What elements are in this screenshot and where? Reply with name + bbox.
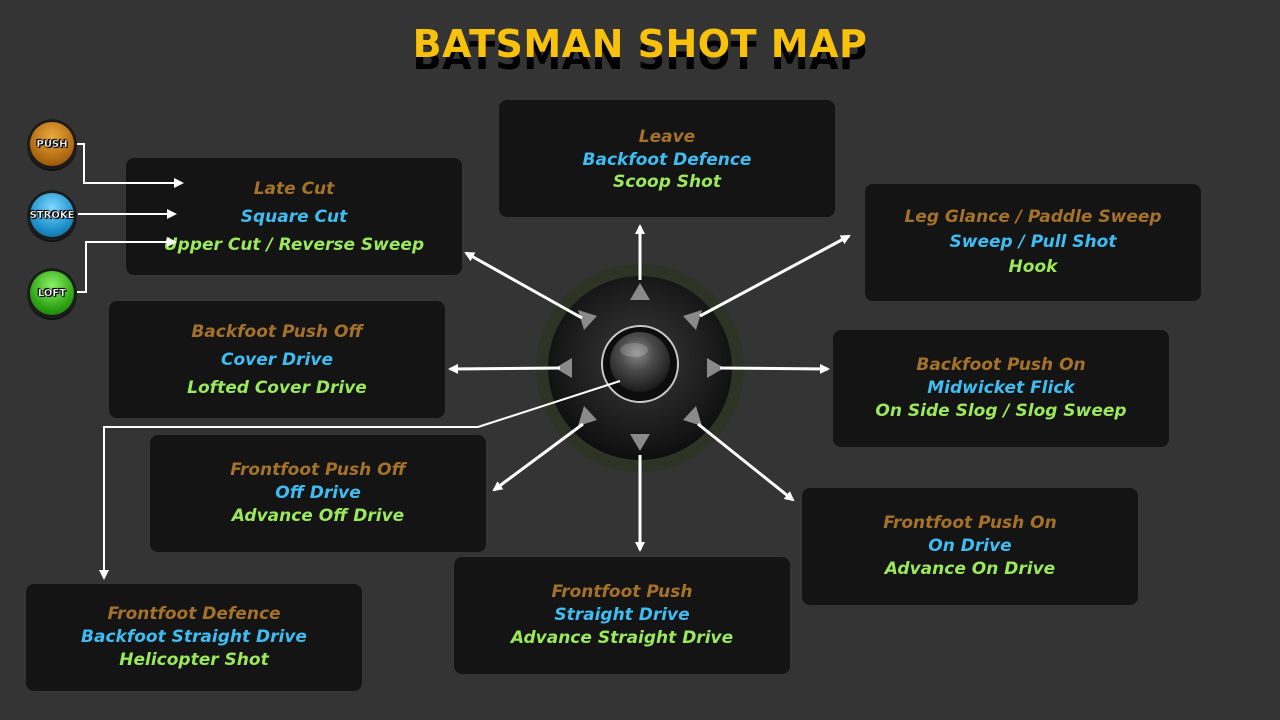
drag-gesture-arrow <box>99 380 621 580</box>
shot-label-stroke: Backfoot Straight Drive <box>81 627 307 647</box>
shot-label-stroke: On Drive <box>928 536 1012 556</box>
shot-label-loft: Scoop Shot <box>613 171 721 192</box>
shot-box-center-drag: Frontfoot Defence Backfoot Straight Driv… <box>26 584 362 691</box>
shot-label-loft: Upper Cut / Reverse Sweep <box>163 234 425 255</box>
joystick[interactable] <box>536 264 744 472</box>
shot-label-loft: Advance On Drive <box>884 559 1056 579</box>
push-button-label: PUSH <box>36 138 68 150</box>
shot-label-push: Backfoot Push On <box>916 355 1086 375</box>
button-connectors <box>72 143 184 293</box>
shot-label-stroke: Off Drive <box>275 483 361 503</box>
shot-box-bottom-right: Frontfoot Push On On Drive Advance On Dr… <box>802 488 1138 605</box>
push-button[interactable]: PUSH <box>27 119 77 169</box>
shot-label-loft: Advance Off Drive <box>231 506 405 526</box>
shot-label-push: Frontfoot Push <box>551 582 693 602</box>
shot-label-loft: Lofted Cover Drive <box>187 377 367 398</box>
loft-button[interactable]: LOFT <box>27 268 77 318</box>
loft-button-label: LOFT <box>37 287 67 299</box>
shot-label-loft: Hook <box>1008 257 1058 277</box>
shot-label-stroke: Cover Drive <box>220 349 333 370</box>
shot-box-top-right: Leg Glance / Paddle Sweep Sweep / Pull S… <box>865 184 1201 301</box>
shot-label-push: Leg Glance / Paddle Sweep <box>904 207 1162 227</box>
shot-box-left: Backfoot Push Off Cover Drive Lofted Cov… <box>109 301 445 418</box>
shot-box-right: Backfoot Push On Midwicket Flick On Side… <box>833 330 1169 447</box>
shot-box-bottom: Frontfoot Push Straight Drive Advance St… <box>454 557 790 674</box>
shot-label-push: Frontfoot Defence <box>107 604 281 624</box>
shot-label-stroke: Sweep / Pull Shot <box>949 232 1117 252</box>
stroke-button[interactable]: STROKE <box>27 190 77 240</box>
shot-label-loft: Advance Straight Drive <box>510 628 734 648</box>
direction-arrow-lines <box>448 224 851 552</box>
shot-label-stroke: Midwicket Flick <box>927 378 1075 398</box>
shot-label-push: Backfoot Push Off <box>191 321 363 342</box>
shot-label-loft: Helicopter Shot <box>119 650 269 670</box>
shot-box-bottom-left: Frontfoot Push Off Off Drive Advance Off… <box>150 435 486 552</box>
shot-box-top: Leave Backfoot Defence Scoop Shot <box>499 100 835 217</box>
shot-label-push: Frontfoot Push On <box>883 513 1057 533</box>
stroke-button-label: STROKE <box>29 209 75 221</box>
shot-label-stroke: Straight Drive <box>554 605 690 625</box>
page-title: BATSMAN SHOT MAP <box>412 22 868 66</box>
shot-box-top-left: Late Cut Square Cut Upper Cut / Reverse … <box>126 158 462 275</box>
shot-label-push: Frontfoot Push Off <box>230 460 406 480</box>
shot-label-push: Leave <box>638 126 696 147</box>
shot-label-stroke: Square Cut <box>240 206 348 227</box>
shot-label-push: Late Cut <box>253 178 335 199</box>
shot-label-loft: On Side Slog / Slog Sweep <box>875 401 1127 421</box>
shot-label-stroke: Backfoot Defence <box>582 149 752 170</box>
